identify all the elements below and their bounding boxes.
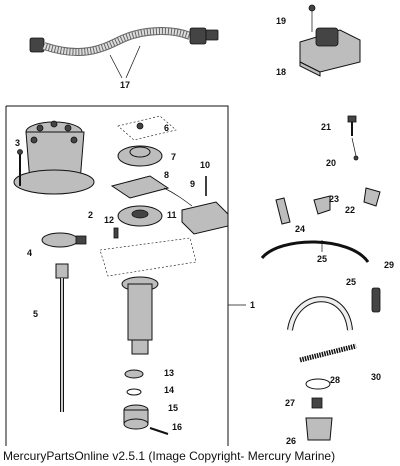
part-29-spark-plug [371, 287, 381, 313]
copyright-footer: MercuryPartsOnline v2.5.1 (Image Copyrig… [3, 449, 336, 463]
callout-25-lower: 25 [346, 277, 356, 287]
callout-16: 16 [172, 422, 182, 432]
parts-diagram: 1 2 3 4 5 6 7 8 9 10 11 12 13 14 15 16 1… [5, 4, 394, 446]
callout-17: 17 [120, 80, 130, 90]
part-26-bracket [305, 417, 333, 441]
callout-25-upper: 25 [317, 254, 327, 264]
part-24-boot [275, 197, 291, 225]
part-15-gear [123, 404, 149, 430]
part-9-module [181, 176, 229, 235]
callout-9: 9 [190, 179, 195, 189]
callout-20: 20 [326, 158, 336, 168]
callout-21: 21 [321, 122, 331, 132]
callout-7: 7 [171, 152, 176, 162]
callout-12: 12 [104, 215, 114, 225]
part-30-spring [299, 343, 357, 363]
part-17-harness [29, 27, 219, 79]
callout-19: 19 [276, 16, 286, 26]
part-16-roll-pin [149, 427, 169, 435]
callout-15: 15 [168, 403, 178, 413]
part-6-rotor-plate [117, 115, 177, 141]
part-25-lead-upper [260, 240, 370, 263]
part-11-pole-piece [117, 205, 163, 227]
part-27-bolt [311, 397, 323, 409]
callout-6: 6 [164, 123, 169, 133]
part-2-cap [13, 120, 95, 195]
part-1-frame [5, 105, 246, 446]
callout-2: 2 [88, 210, 93, 220]
callout-26: 26 [286, 436, 296, 446]
callout-11: 11 [167, 210, 177, 220]
part-20-wire [351, 137, 359, 161]
part-12-pin [113, 227, 119, 239]
part-7-rotor [117, 145, 163, 167]
distributor-housing [99, 237, 197, 355]
part-4-clamp [41, 232, 87, 248]
callout-24: 24 [295, 224, 305, 234]
part-18-coil [299, 4, 361, 77]
callout-8: 8 [164, 170, 169, 180]
part-8-pickup [110, 175, 193, 207]
part-14-washer [126, 388, 142, 396]
callout-14: 14 [164, 385, 174, 395]
callout-29: 29 [384, 260, 394, 270]
part-3-screw [17, 149, 23, 186]
callout-27: 27 [285, 398, 295, 408]
callout-28: 28 [330, 375, 340, 385]
part-5-shaft [55, 263, 69, 412]
callout-5: 5 [33, 309, 38, 319]
callout-23: 23 [329, 194, 339, 204]
callout-1: 1 [250, 300, 255, 310]
callout-13: 13 [164, 368, 174, 378]
part-21-clip [347, 115, 357, 136]
callout-10: 10 [200, 160, 210, 170]
callout-3: 3 [15, 138, 20, 148]
callout-30: 30 [371, 372, 381, 382]
callout-18: 18 [276, 67, 286, 77]
callout-4: 4 [27, 248, 32, 258]
part-22-boot [363, 187, 381, 207]
part-13-washer [124, 369, 144, 379]
callout-22: 22 [345, 205, 355, 215]
part-28-ring [305, 378, 331, 390]
part-25-lead-lower [287, 296, 353, 331]
part-23-terminal [313, 195, 331, 215]
